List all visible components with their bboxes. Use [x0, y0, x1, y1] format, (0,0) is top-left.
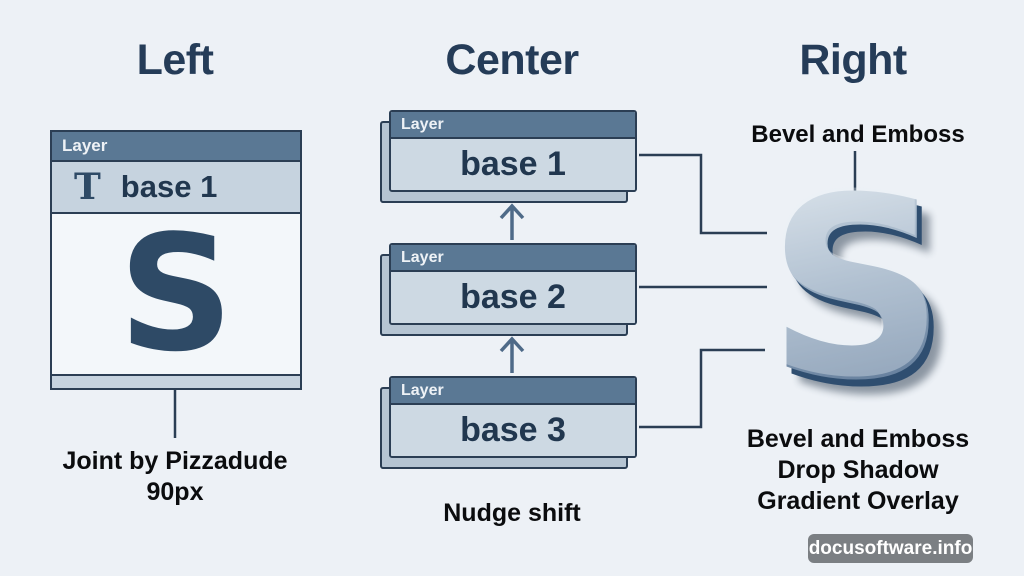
card-title: Layer — [401, 381, 444, 399]
connector-base3-to-s — [639, 348, 765, 429]
heading-left: Left — [136, 36, 214, 84]
left-caption: Joint by Pizzadude 90px — [35, 446, 315, 508]
effect-bevel-emboss: Bevel and Emboss — [746, 425, 970, 453]
letter-s-dropshadow: S — [770, 180, 970, 430]
left-caption-line1: Joint by Pizzadude — [62, 447, 288, 475]
watermark-badge: docusoftware.info — [808, 534, 973, 563]
heading-right: Right — [799, 36, 907, 84]
card-layer-name: base 1 — [391, 139, 635, 190]
right-top-label: Bevel and Emboss — [751, 121, 965, 148]
center-caption: Nudge shift — [443, 499, 581, 527]
card-layer-name: base 2 — [391, 272, 635, 323]
effect-gradient-overlay: Gradient Overlay — [757, 487, 959, 515]
up-arrow-icon — [499, 203, 525, 240]
letter-s-bevel-edge: S — [762, 172, 962, 422]
left-panel-canvas: S — [52, 214, 300, 374]
heading-center: Center — [445, 36, 579, 84]
card-title: Layer — [401, 115, 444, 133]
card: Layer base 1 — [389, 110, 637, 192]
card: Layer base 3 — [389, 376, 637, 458]
card-layer-name: base 3 — [391, 405, 635, 456]
left-layer-row: T base 1 — [52, 162, 300, 214]
letter-s-plain: S — [118, 200, 234, 387]
card-titlebar: Layer — [391, 245, 635, 272]
letter-s-highlight: S — [764, 141, 946, 432]
text-layer-icon: T — [74, 166, 101, 208]
right-effects-list: Bevel and Emboss Drop Shadow Gradient Ov… — [718, 424, 998, 517]
effect-drop-shadow: Drop Shadow — [777, 456, 939, 484]
left-panel-title: Layer — [62, 136, 108, 155]
left-layer-panel: Layer T base 1 S — [50, 130, 302, 390]
left-panel-titlebar: Layer — [52, 132, 300, 162]
letter-s-styled: S S S S — [757, 141, 960, 432]
left-panel-footer — [52, 374, 300, 388]
card: Layer base 2 — [389, 243, 637, 325]
layer-card-base1: Layer base 1 — [380, 110, 637, 203]
layer-card-base3: Layer base 3 — [380, 376, 637, 469]
left-layer-name: base 1 — [120, 169, 218, 204]
up-arrow-icon — [499, 336, 525, 373]
card-titlebar: Layer — [391, 112, 635, 139]
layer-card-base2: Layer base 2 — [380, 243, 637, 336]
left-caption-line2: 90px — [146, 478, 204, 506]
card-title: Layer — [401, 248, 444, 266]
card-titlebar: Layer — [391, 378, 635, 405]
letter-s-gradient-fill: S — [757, 165, 957, 415]
connector-base1-to-s — [639, 153, 767, 235]
